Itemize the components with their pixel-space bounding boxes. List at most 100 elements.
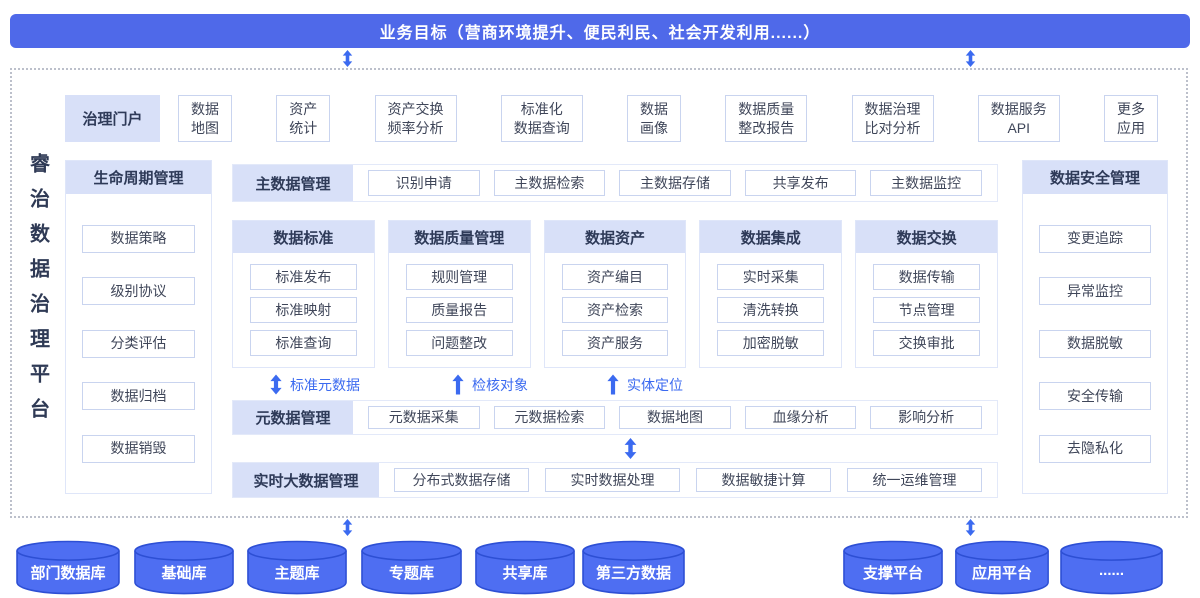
database-cylinder: 主题库 [246, 540, 348, 595]
business-goals-banner: 业务目标（营商环境提升、便民利民、社会开发利用......） [10, 14, 1190, 48]
column-header: 数据标准 [233, 221, 374, 253]
module-item: 主数据监控 [870, 170, 982, 196]
portal-item: 更多 应用 [1104, 95, 1158, 142]
metadata-header: 元数据管理 [233, 401, 353, 434]
data-quality-column: 数据质量管理 规则管理 质量报告 问题整改 [387, 220, 531, 368]
security-header: 数据安全管理 [1023, 161, 1167, 194]
portal-items: 数据 地图 资产 统计 资产交换 频率分析 标准化 数据查询 数据 画像 数据质… [178, 95, 1158, 142]
module-item: 资产编目 [561, 264, 669, 290]
module-item: 安全传输 [1039, 382, 1151, 410]
lifecycle-header: 生命周期管理 [66, 161, 211, 194]
flow-label-standard-metadata: 标准元数据 [270, 374, 360, 395]
platform-cylinder: 应用平台 [954, 540, 1050, 595]
module-item: 标准查询 [250, 330, 357, 356]
double-arrow-icon [965, 519, 976, 536]
portal-item: 数据服务 API [977, 95, 1060, 142]
column-header: 数据质量管理 [388, 221, 530, 253]
module-item: 实时采集 [717, 264, 825, 290]
module-item: 加密脱敏 [717, 330, 825, 356]
module-item: 实时数据处理 [545, 468, 680, 492]
master-data-header: 主数据管理 [233, 165, 353, 201]
data-standards-column: 数据标准 标准发布 标准映射 标准查询 [232, 220, 375, 368]
security-module: 数据安全管理 变更追踪 异常监控 数据脱敏 安全传输 去隐私化 [1022, 160, 1168, 494]
module-item: 主数据检索 [493, 170, 606, 196]
flow-label-text: 实体定位 [627, 376, 683, 393]
portal-item: 资产交换 频率分析 [374, 95, 457, 142]
flow-label-entity-location: 实体定位 [607, 374, 683, 395]
portal-item: 数据治理 比对分析 [851, 95, 934, 142]
double-arrow-icon [624, 438, 637, 459]
module-item: 共享发布 [744, 170, 857, 196]
module-item: 元数据检索 [493, 406, 606, 429]
cylinder-label: ...... [1098, 562, 1124, 579]
platform-cylinder: ...... [1059, 540, 1164, 595]
module-item: 问题整改 [405, 330, 513, 356]
module-item: 级别协议 [82, 277, 195, 305]
double-arrow-icon [270, 374, 282, 395]
module-item: 统一运维管理 [847, 468, 982, 492]
database-cylinder: 共享库 [474, 540, 576, 595]
module-item: 影响分析 [870, 406, 982, 429]
module-item: 分布式数据存储 [394, 468, 529, 492]
portal-item: 标准化 数据查询 [500, 95, 583, 142]
module-item: 数据销毁 [82, 434, 195, 463]
database-cylinder: 第三方数据 [581, 540, 686, 595]
module-item: 分类评估 [82, 329, 195, 358]
module-item: 数据地图 [619, 406, 731, 429]
database-cylinder: 部门数据库 [15, 540, 121, 595]
double-arrow-icon [965, 50, 976, 67]
metadata-module: 元数据管理 元数据采集 元数据检索 数据地图 血缘分析 影响分析 [232, 400, 998, 435]
platform-cylinder: 支撑平台 [842, 540, 944, 595]
module-item: 资产检索 [561, 297, 669, 323]
column-header: 数据交换 [856, 221, 997, 253]
module-item: 血缘分析 [744, 406, 857, 429]
realtime-bigdata-module: 实时大数据管理 分布式数据存储 实时数据处理 数据敏捷计算 统一运维管理 [232, 462, 998, 498]
module-item: 质量报告 [405, 297, 513, 323]
cylinder-label: 主题库 [274, 565, 320, 582]
cylinder-label: 应用平台 [971, 565, 1032, 582]
column-header: 数据资产 [544, 221, 686, 253]
cylinder-label: 共享库 [502, 565, 548, 582]
capability-columns: 数据标准 标准发布 标准映射 标准查询 数据质量管理 规则管理 质量报告 问题整… [232, 220, 998, 368]
cylinder-label: 支撑平台 [862, 565, 923, 582]
module-item: 去隐私化 [1039, 434, 1151, 463]
module-item: 清洗转换 [717, 297, 825, 323]
module-item: 数据归档 [82, 382, 195, 410]
module-item: 数据脱敏 [1039, 329, 1151, 358]
up-arrow-icon [607, 374, 619, 395]
cylinder-label: 部门数据库 [30, 565, 106, 582]
module-item: 元数据采集 [368, 406, 480, 429]
flow-label-text: 标准元数据 [290, 376, 360, 393]
governance-portal-module: 治理门户 数据 地图 资产 统计 资产交换 频率分析 标准化 数据查询 数据 画… [65, 95, 1158, 142]
portal-item: 资产 统计 [276, 95, 331, 142]
module-item: 交换审批 [873, 330, 980, 356]
module-item: 主数据存储 [619, 170, 731, 196]
module-item: 节点管理 [873, 297, 980, 323]
module-item: 资产服务 [561, 330, 669, 356]
double-arrow-icon [342, 50, 353, 67]
data-assets-column: 数据资产 资产编目 资产检索 资产服务 [543, 220, 687, 368]
platform-title: 睿治数据治理平台 [26, 153, 49, 433]
flow-label-check-object: 检核对象 [452, 374, 528, 395]
column-header: 数据集成 [700, 221, 842, 253]
flow-label-text: 检核对象 [472, 376, 528, 393]
database-cylinder: 专题库 [360, 540, 463, 595]
module-item: 标准发布 [250, 264, 357, 290]
database-cylinder: 基础库 [133, 540, 235, 595]
up-arrow-icon [452, 374, 464, 395]
portal-item: 数据质量 整改报告 [725, 95, 808, 142]
portal-header: 治理门户 [65, 95, 160, 142]
bigdata-header: 实时大数据管理 [233, 463, 379, 497]
lifecycle-module: 生命周期管理 数据策略 级别协议 分类评估 数据归档 数据销毁 [65, 160, 212, 494]
portal-item: 数据 地图 [178, 95, 232, 142]
module-item: 数据传输 [873, 264, 980, 290]
cylinder-label: 专题库 [388, 565, 434, 582]
module-item: 变更追踪 [1039, 224, 1151, 253]
platform-boundary [10, 68, 1188, 518]
module-item: 规则管理 [405, 264, 513, 290]
cylinder-label: 第三方数据 [595, 565, 671, 582]
master-data-module: 主数据管理 识别申请 主数据检索 主数据存储 共享发布 主数据监控 [232, 164, 998, 202]
module-item: 数据敏捷计算 [696, 468, 831, 492]
data-integration-column: 数据集成 实时采集 清洗转换 加密脱敏 [699, 220, 843, 368]
